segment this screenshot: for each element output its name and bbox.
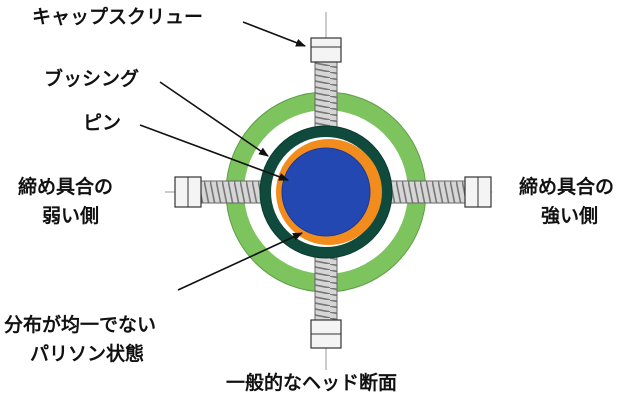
top-cap-screw-head — [310, 37, 342, 63]
bushing-arrow — [159, 81, 269, 157]
pin — [281, 147, 371, 237]
pin-label: ピン — [83, 112, 122, 134]
weak-side-label-line2: 弱い側 — [42, 205, 100, 227]
pin-arrow — [139, 124, 289, 181]
strong-side-label-line1: 締め具合の — [519, 176, 615, 198]
left-cap-screw-head — [174, 176, 202, 208]
right-cap-screw-head — [464, 176, 492, 208]
cap-screw-arrow — [242, 21, 306, 47]
diagram-caption: 一般的なヘッド断面 — [226, 372, 398, 394]
weak-side-label-line1: 締め具合の — [18, 176, 114, 198]
strong-side-label-line2: 強い側 — [541, 205, 599, 227]
cap-screw-label: キャップスクリュー — [32, 6, 204, 28]
bottom-cap-screw-head — [310, 319, 342, 349]
uneven-parison-label-line2: パリソン状態 — [30, 343, 145, 365]
uneven-parison-label-line1: 分布が均一でない — [4, 314, 157, 336]
bushing-label: ブッシング — [44, 68, 140, 90]
parison-arrow — [177, 232, 303, 291]
